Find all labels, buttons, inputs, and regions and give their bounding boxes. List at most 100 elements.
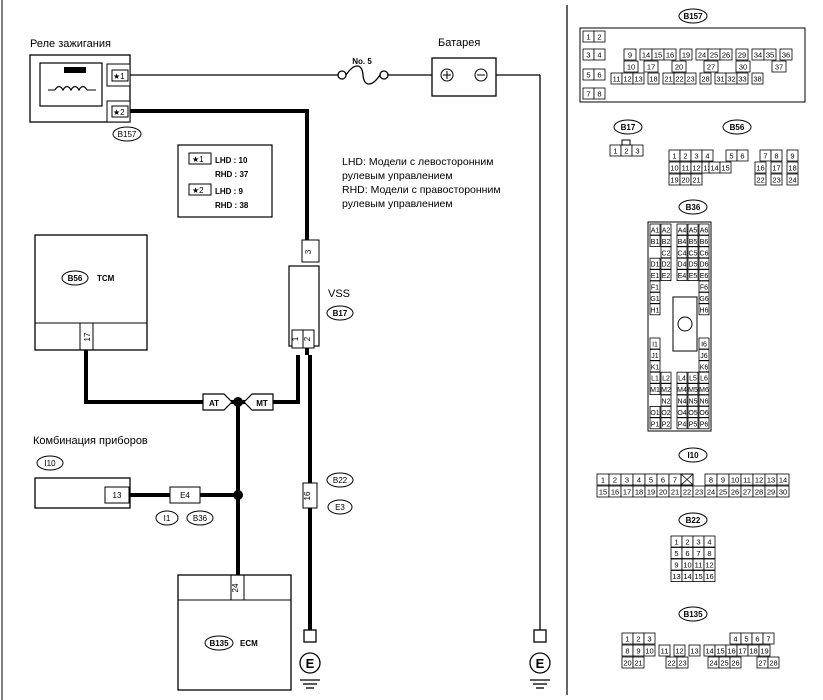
pin-cell bbox=[649, 360, 661, 373]
pin-cell bbox=[736, 72, 749, 85]
pin-number: O2 bbox=[661, 410, 670, 417]
cluster-pin: 13 bbox=[113, 491, 122, 500]
pin-number: 13 bbox=[767, 476, 775, 485]
note-rhd2: RHD : 38 bbox=[215, 201, 249, 210]
pin-number: 24 bbox=[707, 488, 715, 497]
pin-number: 18 bbox=[788, 164, 796, 173]
pin-number: 9 bbox=[636, 647, 640, 656]
connector-badge bbox=[204, 635, 234, 651]
pin-number: 16 bbox=[727, 647, 735, 656]
inline-connector-e4 bbox=[169, 486, 201, 504]
fuse-label: No. 5 bbox=[352, 57, 372, 66]
pin-number: 25 bbox=[720, 659, 728, 668]
pin-cell bbox=[786, 149, 799, 162]
legend-line-3: RHD: Модели с правосторонним bbox=[342, 184, 501, 196]
pin-cell bbox=[754, 173, 767, 186]
pin-number: M1 bbox=[650, 387, 660, 394]
pin-number: K1 bbox=[651, 364, 660, 371]
i1-label: I1 bbox=[164, 514, 171, 523]
pin-cell bbox=[735, 60, 751, 73]
pin-cell bbox=[623, 60, 639, 73]
pin-number: G6 bbox=[699, 296, 708, 303]
pin-number: 1 bbox=[674, 538, 678, 547]
pin-number: 6 bbox=[685, 549, 689, 558]
pin-number: 6 bbox=[755, 635, 759, 644]
pin-cell bbox=[643, 632, 656, 645]
pin-number: P2 bbox=[662, 421, 671, 428]
b56-title: B56 bbox=[730, 123, 745, 132]
pin-cell bbox=[687, 269, 699, 282]
pin-number: 14 bbox=[779, 476, 787, 485]
pin-cell bbox=[698, 234, 710, 247]
pin-number: 18 bbox=[749, 647, 757, 656]
pin-number: 25 bbox=[710, 51, 718, 60]
b36-title: B36 bbox=[686, 203, 701, 212]
pin-number: P5 bbox=[689, 421, 698, 428]
pin-cell bbox=[660, 269, 672, 282]
pin-cell bbox=[663, 48, 677, 61]
pin-number: 21 bbox=[634, 659, 642, 668]
pin-number: 8 bbox=[709, 476, 713, 485]
empty-cavity-mark bbox=[680, 473, 694, 486]
pin-number: 21 bbox=[664, 75, 672, 84]
pin-cell bbox=[632, 656, 645, 669]
pin-number: 8 bbox=[597, 90, 601, 99]
pin-number: 13 bbox=[703, 164, 711, 173]
pin-number: 23 bbox=[678, 659, 686, 668]
pin-number: 5 bbox=[744, 635, 748, 644]
pin-number: 2 bbox=[685, 538, 689, 547]
pin-number: 3 bbox=[635, 147, 639, 156]
vss-label: VSS bbox=[328, 288, 350, 300]
pin-number: E2 bbox=[662, 273, 671, 280]
pin-number: 11 bbox=[743, 476, 751, 485]
vss-pin-1: 1 bbox=[291, 336, 300, 341]
pin-cell bbox=[735, 48, 749, 61]
pin-cell bbox=[699, 72, 712, 85]
pin-cell bbox=[676, 656, 689, 669]
ground-symbol bbox=[299, 629, 321, 689]
b22-pin: 16 bbox=[303, 491, 312, 500]
pin-number: 8 bbox=[625, 647, 629, 656]
pin-number: 22 bbox=[675, 75, 683, 84]
pin-number: 22 bbox=[756, 176, 764, 185]
pin-cell bbox=[673, 644, 686, 657]
pin-number: O5 bbox=[688, 410, 697, 417]
pin-number: 34 bbox=[754, 51, 762, 60]
pin-number: D4 bbox=[678, 262, 687, 269]
pin-number: 18 bbox=[649, 75, 657, 84]
pin-cell bbox=[786, 173, 799, 186]
pin-cell bbox=[658, 644, 671, 657]
pin-cell bbox=[676, 246, 688, 259]
pin-number: 19 bbox=[760, 647, 768, 656]
pin-cell bbox=[649, 417, 661, 430]
pin-number: 13 bbox=[634, 75, 642, 84]
pin-cell bbox=[703, 558, 716, 571]
pin-note-box bbox=[177, 144, 273, 218]
pin-cell bbox=[770, 173, 783, 186]
pin-number: 14 bbox=[710, 164, 718, 173]
splice-point bbox=[233, 490, 243, 500]
b36-label: B36 bbox=[193, 514, 208, 523]
instrument-cluster bbox=[34, 477, 131, 509]
pin-number: B6 bbox=[700, 239, 709, 246]
i10-title: I10 bbox=[687, 451, 699, 460]
pin-number: 16 bbox=[611, 488, 619, 497]
pin-number: B1 bbox=[651, 239, 660, 246]
pin-cell bbox=[593, 87, 606, 100]
b135-title: B135 bbox=[683, 610, 703, 619]
pin-cell bbox=[719, 48, 733, 61]
pin-number: M5 bbox=[688, 387, 698, 394]
pin-number: F6 bbox=[700, 285, 708, 292]
pin-number: 10 bbox=[627, 63, 635, 72]
relay-pin-star2: ★2 bbox=[113, 108, 125, 117]
pin-number: I6 bbox=[701, 342, 707, 349]
connector-badge bbox=[678, 8, 708, 24]
pin-number: D6 bbox=[700, 262, 709, 269]
pin-cell bbox=[676, 269, 688, 282]
pin-number: 16 bbox=[705, 572, 713, 581]
pin-cell bbox=[593, 30, 606, 43]
pin-cell bbox=[660, 234, 672, 247]
pin-number: D2 bbox=[662, 262, 671, 269]
splice-point bbox=[233, 397, 243, 407]
